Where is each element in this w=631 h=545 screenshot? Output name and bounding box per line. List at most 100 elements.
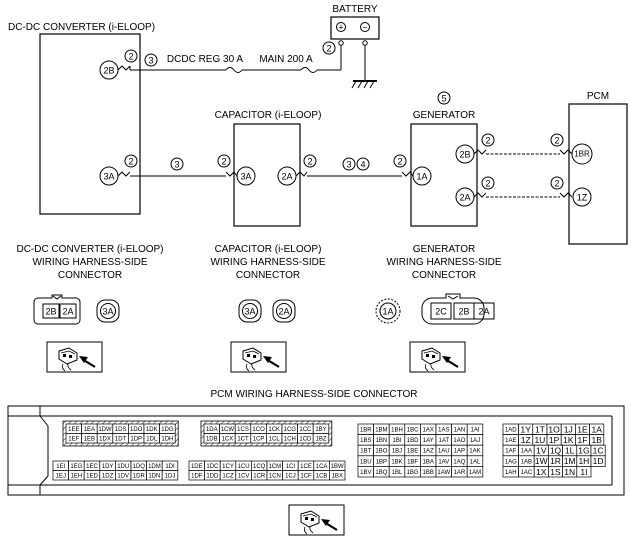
- svg-text:4: 4: [360, 160, 365, 170]
- pcm-pin-1ce: 1CE: [300, 464, 312, 470]
- circled-number-5: 5: [437, 91, 451, 105]
- pcm-pin-1co: 1CO: [252, 427, 265, 433]
- pcm-pin-1t: 1T: [535, 424, 545, 434]
- battery-minus-terminal: −: [362, 23, 367, 33]
- pcm-pin-1g: 1G: [578, 446, 589, 456]
- pcm-pin-1aa: 1AA: [521, 449, 532, 455]
- battery-plus-terminal: +: [338, 23, 343, 33]
- pcm-pin-1dq: 1DQ: [133, 464, 146, 470]
- circled-number-2: 2: [550, 133, 564, 147]
- pcm-pin-1dw: 1DW: [98, 427, 112, 433]
- pcm-pin-1dn: 1DN: [148, 473, 160, 479]
- pcm-pin-1au: 1AU: [438, 449, 450, 455]
- circled-number-3: 3: [144, 53, 158, 67]
- generator-pin-2b: 2B: [458, 307, 469, 317]
- pcm-pin-1dc: 1DC: [206, 464, 219, 470]
- pcm-pin-1i: 1I: [580, 467, 587, 477]
- pcm-pin-1an: 1AN: [454, 427, 466, 433]
- pcm-pin-1bw: 1BW: [331, 464, 344, 470]
- pcm-pin-1db: 1DB: [206, 436, 218, 442]
- pcm-box: [568, 103, 628, 245]
- circled-number-3: 3: [170, 157, 184, 171]
- pcm-pin-1bh: 1BH: [391, 427, 403, 433]
- pcm-pin-1ag: 1AG: [505, 459, 517, 465]
- generator-connector-title: GENERATOR WIRING HARNESS-SIDE CONNECTOR: [386, 244, 501, 281]
- pcm-pin-1j: 1J: [564, 424, 573, 434]
- generator-box: [410, 123, 478, 227]
- pcm-pin-1bp: 1BP: [376, 459, 387, 465]
- pcm-pin-1ak: 1AK: [469, 449, 480, 455]
- pcm-pin-1ee: 1EE: [68, 427, 79, 433]
- generator-connector-view-icon: [408, 340, 467, 374]
- svg-text:CONNECTOR: CONNECTOR: [236, 270, 300, 281]
- circled-number-2: 2: [217, 154, 231, 168]
- pcm-pin-1w: 1W: [535, 456, 548, 466]
- pcm-pin-1br: 1BR: [360, 427, 372, 433]
- pcm-pin-cell: [161, 470, 179, 481]
- pcm-pin-1bb: 1BB: [423, 470, 434, 476]
- pcm-pin-1u: 1U: [534, 435, 545, 445]
- pcm-pin-1cy: 1CY: [222, 464, 234, 470]
- dcdc-terminal-3a-label: 3A: [103, 172, 114, 182]
- capacitor-terminal-2a-label: 2A: [281, 172, 292, 182]
- pcm-pin-1bn: 1BN: [376, 438, 388, 444]
- svg-text:DC-DC CONVERTER (i-ELOOP): DC-DC CONVERTER (i-ELOOP): [16, 244, 163, 255]
- pcm-pin-1af: 1AF: [505, 449, 516, 455]
- pcm-pin-1dl: 1DL: [146, 436, 158, 442]
- pcm-pin-1ct: 1CT: [237, 436, 249, 442]
- generator-terminal-2b-label: 2B: [459, 150, 470, 160]
- pcm-pin-1ch: 1CH: [284, 436, 296, 442]
- pcm-label: PCM: [587, 91, 609, 102]
- pcm-pin-cell: [590, 455, 606, 467]
- pcm-pin-1p: 1P: [549, 435, 560, 445]
- pcm-pin-1ac: 1AC: [521, 470, 533, 476]
- pcm-pin-1cj: 1CJ: [285, 473, 296, 479]
- generator-terminal-2a-label: 2A: [459, 193, 470, 203]
- pcm-pin-1dz: 1DZ: [102, 473, 114, 479]
- pcm-pin-1am: 1AM: [469, 470, 481, 476]
- dcdc-connector-face: 2B 2A 3A: [33, 294, 120, 325]
- svg-text:WIRING HARNESS-SIDE: WIRING HARNESS-SIDE: [210, 257, 325, 268]
- pcm-pin-1cw: 1CW: [221, 427, 235, 433]
- pcm-pin-1bv: 1BV: [360, 470, 371, 476]
- capacitor-terminal-3a-label: 3A: [240, 172, 251, 182]
- pcm-pin-1bt: 1BT: [360, 449, 371, 455]
- pcm-pin-1aj: 1AJ: [470, 438, 480, 444]
- svg-text:WIRING HARNESS-SIDE: WIRING HARNESS-SIDE: [386, 257, 501, 268]
- pcm-pin-1ck: 1CK: [268, 427, 280, 433]
- pcm-pin-1ds: 1DS: [115, 427, 127, 433]
- pcm-pin-1dr: 1DR: [133, 473, 146, 479]
- dcdc-terminal-2b-label: 2B: [103, 66, 114, 76]
- svg-text:3: 3: [346, 160, 351, 170]
- pcm-pin-1v: 1V: [536, 446, 547, 456]
- pcm-pin-cell: [466, 466, 484, 478]
- svg-text:5: 5: [441, 94, 446, 104]
- circled-number-2: 2: [481, 176, 495, 190]
- svg-text:2: 2: [485, 136, 490, 146]
- generator-pin-2c: 2C: [435, 307, 447, 317]
- pcm-pin-1bu: 1BU: [360, 459, 372, 465]
- pcm-pin-1ea: 1EA: [84, 427, 95, 433]
- fuse-dcdc-reg-label: DCDC REG 30 A: [167, 54, 243, 65]
- pcm-pin-1m: 1M: [564, 456, 576, 466]
- pcm-pin-1do: 1DO: [130, 427, 143, 433]
- pcm-pin-1s: 1S: [550, 467, 561, 477]
- pcm-pin-1q: 1Q: [550, 446, 562, 456]
- pcm-pin-1as: 1AS: [438, 427, 449, 433]
- capacitor-connector-view-icon: [229, 340, 288, 374]
- pcm-pin-1ai: 1AI: [470, 427, 479, 433]
- pcm-pin-1bf: 1BF: [407, 459, 418, 465]
- pcm-pin-1bj: 1BJ: [392, 449, 402, 455]
- pcm-pin-1e: 1E: [577, 424, 588, 434]
- pcm-pin-1ei: 1EI: [56, 464, 65, 470]
- pcm-pin-1n: 1N: [564, 467, 575, 477]
- pcm-pin-1bx: 1BX: [332, 473, 343, 479]
- pcm-pin-1cf: 1CF: [300, 473, 312, 479]
- svg-text:2: 2: [485, 179, 490, 189]
- pcm-terminal-1z: [572, 187, 592, 207]
- pcm-pin-1r: 1R: [550, 456, 561, 466]
- pcm-pin-1cx: 1CX: [222, 436, 234, 442]
- pcm-pin-1by: 1BY: [315, 427, 326, 433]
- circled-number-2: 2: [124, 154, 138, 168]
